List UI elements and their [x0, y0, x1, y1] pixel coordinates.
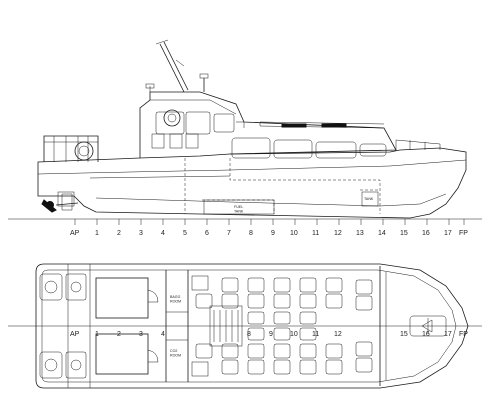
plan-frame-label: 16 — [422, 331, 430, 338]
deck-outline — [35, 263, 469, 389]
engine-hatch-port — [95, 277, 149, 319]
aft-rail — [43, 135, 99, 162]
plan-frame-label: 9 — [269, 331, 273, 338]
frame-label: 10 — [290, 230, 298, 237]
propeller-rudder — [41, 191, 79, 213]
plan-frame-label: 17 — [444, 331, 452, 338]
frame-label: 8 — [249, 230, 253, 237]
cabin — [139, 91, 397, 158]
hull-profile — [37, 147, 467, 219]
frame-label: 13 — [356, 230, 364, 237]
fore-hatch — [409, 315, 447, 337]
life-ring-aft — [74, 141, 94, 161]
frame-label: 11 — [312, 230, 319, 237]
plan-frame-label: 8 — [247, 331, 251, 338]
frame-label: 1 — [95, 230, 99, 237]
life-ring-cabin — [163, 109, 181, 127]
frame-label: 9 — [271, 230, 275, 237]
roof-hatch-2 — [321, 123, 347, 128]
frame-label: 5 — [183, 230, 187, 237]
frame-label: AP — [70, 230, 80, 237]
plan-frame-label: 4 — [161, 331, 165, 338]
mast — [159, 41, 189, 93]
fuel-tank — [203, 199, 275, 215]
frame-label: 12 — [334, 230, 342, 237]
frame-label: 2 — [117, 230, 121, 237]
side-window-3 — [315, 141, 357, 159]
store-tank — [361, 191, 379, 207]
frame-label: FP — [459, 230, 468, 237]
frame-label: 3 — [139, 230, 143, 237]
frame-label: 6 — [205, 230, 209, 237]
aft-equipment — [39, 264, 91, 388]
side-window-2 — [273, 139, 313, 159]
plan-frame-label: FP — [459, 331, 468, 338]
plan-frame-label: 3 — [139, 331, 143, 338]
frame-label: 17 — [444, 230, 452, 237]
plan-frame-label: 15 — [400, 331, 408, 338]
plan-frame-label: 2 — [117, 331, 121, 338]
passenger-seats-port — [195, 277, 373, 311]
side-window-1 — [231, 137, 271, 159]
frame-scale-plan: AP 1 2 3 4 8 9 10 11 12 15 16 17 FP — [70, 331, 468, 338]
frame-scale-profile: AP 1 2 3 4 5 6 7 8 9 10 11 12 13 14 15 1… — [70, 219, 468, 237]
frame-label: 14 — [378, 230, 386, 237]
roof-hatch-1 — [281, 123, 307, 128]
frame-label: 16 — [422, 230, 430, 237]
plan-frame-label: 11 — [312, 331, 319, 338]
engine-hatch-stbd — [95, 333, 149, 375]
plan-frame-label: 12 — [334, 331, 342, 338]
store-label: TANK — [364, 197, 374, 201]
plan-frame-label: AP — [70, 331, 80, 338]
frame-label: 7 — [227, 230, 231, 237]
helm-stairs — [191, 275, 243, 377]
frame-label: 15 — [400, 230, 408, 237]
plan-frame-label: 1 — [95, 331, 99, 338]
plan-frame-label: 10 — [290, 331, 298, 338]
passenger-seats-stbd — [195, 341, 373, 375]
center-seats — [247, 311, 317, 341]
frame-label: 4 — [161, 230, 165, 237]
